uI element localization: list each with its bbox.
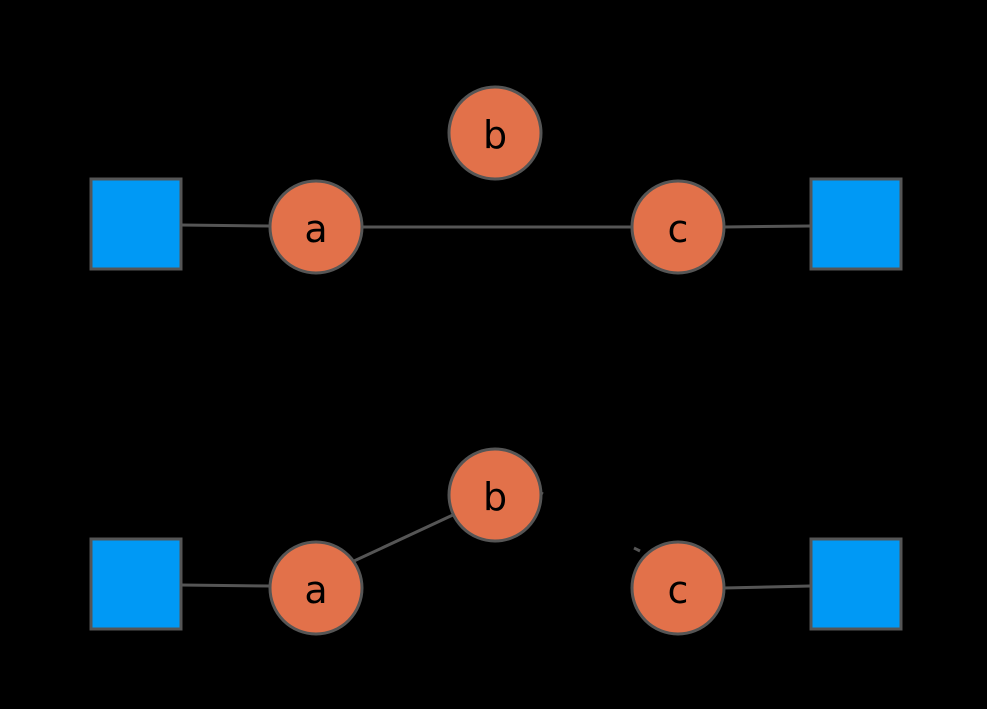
node-sq-right[interactable] (809, 537, 903, 631)
circle-node[interactable] (268, 540, 364, 636)
square-node[interactable] (809, 177, 903, 271)
graph-before: abc (89, 85, 903, 275)
node-c[interactable]: c (630, 540, 726, 636)
edge-b-c (633, 546, 641, 553)
node-a[interactable]: a (268, 540, 364, 636)
node-b[interactable]: b (447, 85, 543, 181)
node-c[interactable]: c (630, 179, 726, 275)
circle-node[interactable] (268, 179, 364, 275)
node-b[interactable]: b (447, 447, 543, 543)
edge-sq-left-a (180, 583, 271, 588)
edge-a-b (353, 512, 456, 563)
node-sq-right[interactable] (809, 177, 903, 271)
graph-after: abc (89, 447, 903, 636)
circle-node[interactable] (447, 447, 543, 543)
edge-c-sq-right (723, 584, 811, 590)
circle-node[interactable] (630, 179, 726, 275)
circle-node[interactable] (630, 540, 726, 636)
node-sq-left[interactable] (89, 177, 183, 271)
node-a[interactable]: a (268, 179, 364, 275)
square-node[interactable] (89, 537, 183, 631)
edge-sq-left-a (180, 223, 271, 228)
square-node[interactable] (809, 537, 903, 631)
node-sq-left[interactable] (89, 537, 183, 631)
circle-node[interactable] (447, 85, 543, 181)
edge-c-sq-right (723, 224, 811, 229)
square-node[interactable] (89, 177, 183, 271)
